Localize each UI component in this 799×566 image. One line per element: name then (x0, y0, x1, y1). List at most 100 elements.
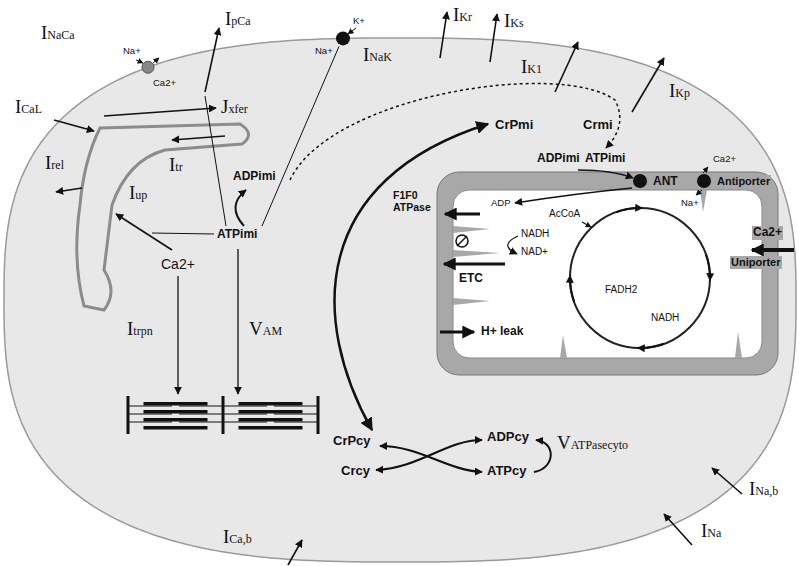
ion-label: Na+ (314, 46, 334, 57)
crista (700, 190, 707, 212)
ion-label: Na+ (680, 198, 700, 209)
metabolite-label: NADH (650, 312, 680, 324)
metabolite-label: ADPcy (486, 430, 530, 445)
flux-arrow (116, 214, 172, 250)
metabolite-label: Crcy (340, 464, 371, 479)
crista (560, 335, 567, 358)
ant-symbol (633, 174, 647, 188)
metabolite-label: NAD+ (520, 246, 549, 258)
crista (453, 298, 490, 305)
thin-filament (128, 422, 172, 423)
flux-arrow (237, 249, 238, 394)
transporter-label: ANT (652, 175, 679, 189)
flux-arrow (54, 120, 94, 131)
ion-label: Ca2+ (152, 78, 177, 89)
thick-filament (144, 426, 208, 430)
enzyme-label: F1F0 ATPase (392, 190, 436, 213)
current-label: INa,b (748, 478, 779, 500)
thin-filament (179, 414, 223, 415)
cycle-arrow (616, 208, 642, 212)
thin-filament (274, 414, 318, 415)
antiporter-symbol (697, 174, 711, 188)
flux-arrow (578, 170, 633, 178)
tca-cycle (570, 208, 710, 348)
metabolite-label: CrPcy (332, 434, 372, 449)
ion-label: Na+ (122, 46, 142, 57)
inhibitor-symbol (456, 235, 468, 247)
supply-line (152, 233, 214, 234)
flux-arrow (515, 188, 632, 203)
enzyme-label: ETC (458, 272, 484, 286)
ion-label: Ca2+ (160, 256, 196, 272)
flux-arrow (632, 58, 664, 112)
reaction-arrow (534, 440, 551, 472)
thick-filament (144, 418, 208, 422)
thin-filament (128, 414, 172, 415)
flux-arrow (56, 188, 82, 192)
thin-filament (223, 422, 267, 423)
flux-arrow (288, 540, 302, 565)
transporter-label: Uniporter (730, 256, 782, 269)
cell-membrane (4, 38, 796, 562)
thin-filament (223, 414, 267, 415)
supply-line (262, 46, 339, 226)
thin-filament (223, 406, 267, 407)
thin-filament (274, 406, 318, 407)
flux-arrow (205, 28, 219, 92)
current-label: INaCa (40, 22, 76, 44)
flux-arrow (508, 236, 518, 254)
flux-label: Jxfer (220, 96, 249, 118)
current-label: INaK (362, 44, 393, 66)
flux-label: Itrpn (126, 318, 154, 340)
flux-arrow (712, 468, 742, 494)
thick-filament (144, 410, 208, 414)
flux-arrow (445, 213, 480, 216)
metabolite-label: Crmi (582, 118, 614, 133)
current-label: INa (700, 520, 722, 542)
flux-arrow (177, 276, 178, 394)
transporter-label: Antiporter (716, 175, 771, 188)
thin-filament (179, 422, 223, 423)
mitochondrial-matrix (453, 190, 762, 358)
ion-label: Ca2+ (752, 226, 783, 240)
metabolite-label: ADPimi (232, 170, 277, 184)
thick-filament (144, 402, 208, 406)
flux-arrow (664, 514, 692, 545)
flux-arrow (490, 14, 497, 62)
crista (453, 250, 500, 257)
crista (735, 332, 742, 358)
flux-label: H+ leak (480, 325, 524, 339)
flux-arrow (235, 190, 246, 226)
metabolite-label: ADP (490, 198, 512, 209)
thin-filament (179, 406, 223, 407)
ion-arrow (136, 60, 143, 63)
thin-filament (128, 406, 172, 407)
metabolite-label: FADH2 (604, 284, 638, 296)
flux-arrow (440, 331, 474, 334)
z-line (127, 396, 130, 434)
current-label: Irel (44, 152, 65, 174)
flux-arrow (440, 12, 447, 58)
exchanger-symbol (142, 61, 154, 73)
current-label: IKs (503, 10, 525, 32)
current-label: Itr (168, 154, 184, 176)
current-label: Iup (128, 182, 148, 204)
ion-arrow (696, 190, 702, 195)
current-label: IpCa (224, 8, 252, 30)
flux-arrow (752, 248, 794, 252)
flux-arrow (582, 222, 591, 227)
current-label: IKr (452, 4, 473, 26)
thin-filament (274, 422, 318, 423)
metabolite-label: ATPimi (216, 228, 258, 242)
current-label: ICa,b (222, 526, 253, 548)
z-line (222, 396, 225, 434)
mitochondrion-outer (437, 172, 778, 375)
ion-label: K+ (352, 16, 366, 27)
myofilament (128, 396, 318, 434)
metabolite-label: ATPcy (486, 464, 528, 479)
cycle-arrow (570, 276, 574, 302)
current-label: ICaL (14, 96, 43, 118)
flux-arrow (172, 136, 225, 140)
